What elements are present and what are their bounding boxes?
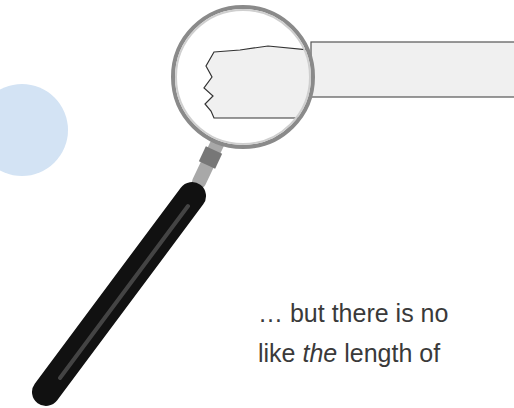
lens-rim bbox=[173, 7, 313, 147]
bar bbox=[311, 42, 514, 97]
note-text: like bbox=[258, 339, 296, 367]
lens-inner-rim bbox=[176, 10, 310, 144]
note-text: … but there is no bbox=[258, 299, 448, 327]
handle bbox=[46, 196, 192, 392]
handle-shine bbox=[60, 206, 188, 378]
text-line: like the length of bbox=[258, 339, 440, 368]
blue-circle bbox=[0, 84, 68, 176]
note-text: length of bbox=[344, 339, 440, 367]
text-line: … but there is no bbox=[258, 299, 448, 328]
handle-neck bbox=[199, 140, 219, 182]
note-text: the bbox=[302, 339, 337, 367]
handle-collar bbox=[207, 150, 214, 165]
